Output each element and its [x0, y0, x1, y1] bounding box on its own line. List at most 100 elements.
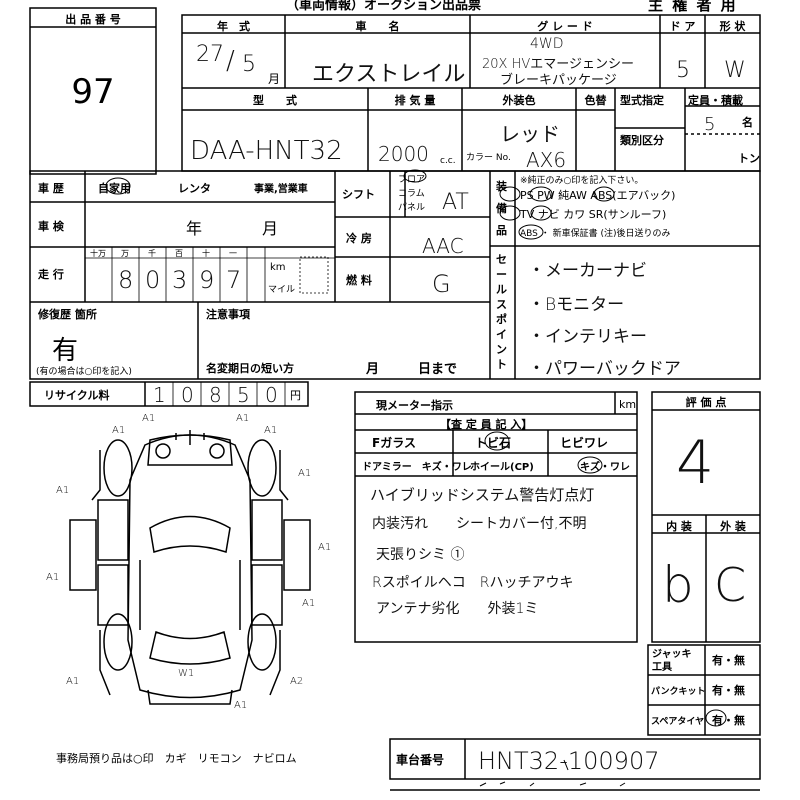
damage-mark: A1 — [302, 598, 316, 609]
shaken-month: 月 — [262, 219, 279, 238]
repair-label: 修復歴 箇所 — [38, 308, 97, 321]
sales-points-label: セールスポイント — [496, 253, 507, 371]
capacity-value: 5 — [704, 114, 716, 135]
ton-unit: トン — [738, 152, 760, 165]
damage-mark: A1 — [46, 572, 60, 583]
damage-mark: A1 — [298, 468, 312, 479]
sales-point-1: ・メーカーナビ — [528, 261, 647, 281]
equipment-note: ※純正のみ○印を記入下さい。 — [520, 176, 644, 186]
notes-label: 注意事項 — [206, 308, 250, 321]
equipment-line-3: ABS ・ 新車保証書 (注)後日送りのみ — [520, 229, 671, 239]
check-f-glass: Fガラス — [372, 436, 416, 450]
history-option-business: 事業,営業車 — [254, 184, 308, 195]
damage-mark: A2 — [290, 676, 304, 687]
damage-mark: A1 — [234, 700, 248, 711]
sales-point-3: ・インテリキー — [528, 327, 647, 347]
puncture-value: 有・無 — [712, 684, 745, 697]
exterior-grade: C — [714, 558, 747, 612]
jack-value: 有・無 — [712, 654, 745, 667]
chassis-value: HNT32-100907 — [478, 747, 660, 775]
digit-unit-10k: 万 — [121, 249, 129, 258]
digit-unit-100: 百 — [175, 249, 183, 258]
digit-unit-100k: 十万 — [90, 249, 106, 258]
check-chip: トビ石 — [475, 436, 512, 450]
fuel-label: 燃 料 — [346, 274, 372, 287]
equipment-label: 装備品 — [496, 180, 507, 237]
color-label: 外装色 — [502, 94, 536, 107]
grade-line-2: 20X HVエマージェンシー — [482, 57, 634, 72]
remark-line: アンテナ劣化 外装1ミ — [376, 601, 539, 617]
grade-line-3: ブレーキパッケージ — [500, 73, 617, 88]
remark-line: 天張りシミ ① — [376, 547, 465, 563]
mileage-digit-3: 3 — [172, 266, 188, 294]
recycle-digit-4: 5 — [237, 383, 250, 407]
check-wheel: ホイール(CP) — [470, 462, 534, 473]
digit-unit-1: 一 — [229, 249, 237, 258]
displacement-label: 排 気 量 — [394, 94, 436, 107]
right-title: 主 権 者 用 — [648, 0, 738, 14]
shift-label: シフト — [342, 188, 375, 201]
recycle-digit-1: 1 — [153, 383, 166, 407]
mileage-digit-5: 7 — [226, 266, 242, 294]
meter-label: 現メーター指示 — [376, 399, 453, 412]
damage-mark: A1 — [142, 413, 156, 424]
shift-option-floor: フロア — [398, 175, 426, 185]
year-sep: / — [226, 46, 235, 76]
grade-label: グ レ ー ド — [537, 20, 593, 33]
mileage-label: 走 行 — [38, 268, 64, 281]
year-value: 27 — [196, 42, 224, 67]
doors-value: 5 — [676, 58, 690, 83]
digit-unit-1k: 千 — [148, 249, 156, 258]
shaken-year: 年 — [186, 219, 203, 238]
damage-mark: A1 — [112, 425, 126, 436]
name-label: 車 名 — [355, 20, 400, 33]
check-crack: ヒビワレ — [560, 436, 609, 450]
check-door-mirror: ドアミラー キズ・ワレ — [362, 462, 472, 473]
recycle-digit-2: 0 — [181, 383, 194, 407]
interior-grade: b — [662, 556, 694, 614]
capacity-unit: 名 — [742, 116, 753, 129]
recycle-label: リサイクル料 — [44, 389, 110, 402]
shape-value: W — [724, 58, 746, 83]
year-label: 年 式 — [217, 20, 250, 33]
check-wheel-damage: キズ・ワレ — [580, 462, 630, 473]
deadline-label: 名変期日の短い方 — [206, 362, 294, 375]
repair-value: 有 — [52, 336, 79, 366]
lot-number: 97 — [71, 72, 115, 112]
doors-label: ド ア — [669, 20, 696, 33]
damage-mark: A1 — [318, 542, 332, 553]
diagram-footer: 事務局預り品は○印 カギ リモコン ナビロム — [56, 752, 297, 765]
score-label: 評 価 点 — [685, 396, 727, 409]
ac-value: AAC — [422, 234, 464, 258]
equipment-line-2: TV ナビ カワ SR(サンルーフ) — [520, 208, 667, 221]
remark-line: ハイブリッドシステム警告灯点灯 — [370, 486, 595, 504]
damage-mark: W1 — [178, 668, 195, 679]
spare-label: スペアタイヤ — [651, 717, 705, 727]
history-option-private: 自家用 — [98, 182, 131, 195]
month-unit: 月 — [268, 72, 281, 86]
mileage-digit-1: 8 — [118, 266, 134, 294]
recycle-digit-3: 8 — [209, 383, 222, 407]
deadline-day: 日まで — [418, 362, 458, 377]
color-code-value: AX6 — [526, 148, 567, 172]
month-value: 5 — [242, 52, 256, 77]
remark-line: Rスポイルヘコ Rハッチアウキ — [372, 575, 574, 591]
repair-note: (有の場合は○印を記入) — [36, 367, 132, 377]
damage-mark: A1 — [236, 413, 250, 424]
equipment-line-1: PS PW 純AW ABS(エアバック) — [520, 189, 676, 202]
displacement-value: 2000 — [378, 142, 429, 166]
sales-point-2: ・Bモニター — [528, 295, 625, 315]
spare-value: 有・無 — [712, 714, 745, 727]
category-label: 類別区分 — [620, 134, 664, 147]
interior-label: 内 装 — [666, 520, 692, 533]
sales-point-4: ・パワーバックドア — [528, 359, 681, 379]
color-change-label: 色替 — [584, 94, 607, 107]
mile-label: マイル — [268, 285, 296, 295]
puncture-label: パンクキット — [651, 687, 706, 697]
model-label: 型 式 — [253, 94, 297, 107]
shape-label: 形 状 — [719, 20, 746, 33]
lot-label: 出 品 番 号 — [65, 13, 121, 26]
mileage-digit-4: 9 — [199, 266, 215, 294]
form-title-cut: （車両情報）オークション出品票 — [286, 0, 482, 13]
